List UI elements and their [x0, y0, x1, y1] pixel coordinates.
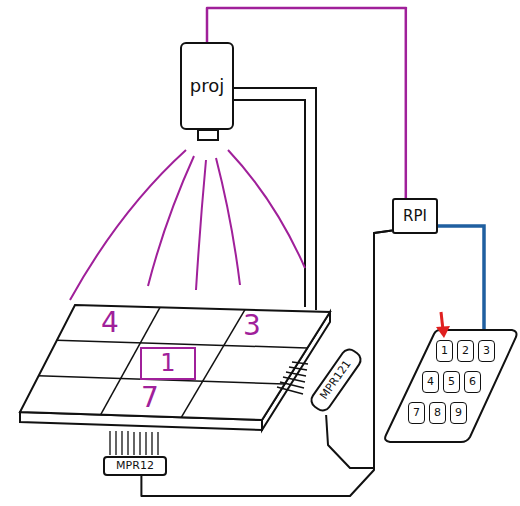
wire [326, 230, 392, 468]
node-text: 2 [462, 345, 469, 357]
node-text: RPI [403, 208, 427, 225]
pin [145, 432, 146, 455]
wire [207, 8, 406, 198]
lit-cell: 1 [140, 347, 196, 380]
beam-ray [228, 150, 305, 268]
node-text: 7 [413, 407, 420, 419]
projector-lens [198, 130, 218, 140]
pin [121, 431, 122, 455]
node-text: 8 [434, 407, 441, 419]
keypad-key: 3 [478, 340, 495, 362]
pin [289, 367, 307, 370]
keypad-key: 5 [443, 371, 460, 393]
keypad-key: 2 [457, 340, 474, 362]
sensor-pins [110, 431, 158, 455]
keypad-key: 6 [464, 371, 481, 393]
projector-beam [70, 150, 305, 300]
node-text: MPR121 [318, 358, 354, 402]
pin [133, 432, 134, 455]
sensor-board: MPR12 [103, 456, 167, 476]
node-text: 3 [483, 345, 490, 357]
node-text: 1 [160, 350, 175, 376]
node-text: MPR12 [116, 460, 154, 472]
board-grid [38, 307, 307, 417]
sensor-pins [277, 362, 308, 394]
sensor-board: MPR121 [307, 345, 365, 415]
pin [115, 431, 116, 455]
beam-ray [216, 158, 240, 285]
keypad-key: 4 [422, 371, 439, 393]
keypad-key: 1 [436, 340, 453, 362]
cell-number: 7 [141, 384, 159, 412]
beam-ray [196, 160, 206, 290]
press-arrow-head [436, 326, 450, 338]
beam-ray [70, 150, 186, 300]
keypad-cable [438, 226, 484, 333]
cell-number: 3 [243, 312, 261, 340]
keypad-key: 9 [450, 402, 467, 424]
pin [157, 432, 158, 455]
node-text: 6 [469, 376, 476, 388]
pin [286, 372, 306, 376]
raspberry-pi-box: RPI [392, 198, 438, 234]
keypad-key: 7 [408, 402, 425, 424]
node-text: 9 [455, 407, 462, 419]
stand-outer [232, 88, 316, 310]
pin [109, 431, 110, 455]
pin [283, 377, 305, 382]
pin [292, 362, 308, 364]
pin [277, 387, 303, 394]
projector-box: proj [180, 42, 234, 130]
stand-inner [232, 100, 305, 307]
touch-board [20, 305, 330, 420]
pin [151, 432, 152, 455]
node-text: 5 [448, 376, 455, 388]
cell-number: 4 [101, 309, 119, 337]
beam-ray [148, 156, 194, 286]
node-text: proj [190, 76, 224, 96]
keypad-body [385, 330, 516, 442]
pin [280, 382, 304, 388]
node-text: 1 [441, 345, 448, 357]
pin [139, 432, 140, 455]
node-text: 4 [427, 376, 434, 388]
pin [127, 431, 128, 455]
keypad-key: 8 [429, 402, 446, 424]
